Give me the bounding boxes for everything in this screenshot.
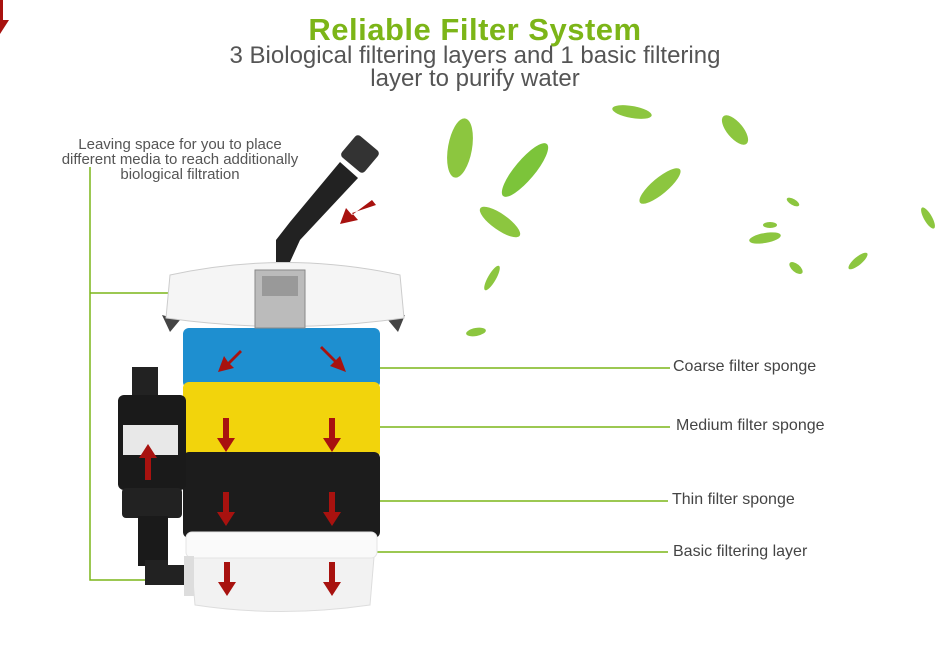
note-line: biological filtration <box>120 166 240 183</box>
media-space-note: Leaving space for you to place different… <box>30 137 330 182</box>
inlet-pipe <box>276 135 379 262</box>
leaves-decoration <box>447 105 935 337</box>
coarse-sponge <box>183 328 380 388</box>
page-subtitle: 3 Biological filtering layers and 1 basi… <box>0 42 950 92</box>
label-basic-layer: Basic filtering layer <box>673 543 808 560</box>
medium-sponge <box>183 382 380 458</box>
label-thin-sponge: Thin filter sponge <box>672 491 795 508</box>
basic-layer <box>185 531 378 559</box>
canister-lid <box>162 262 405 332</box>
pump <box>118 367 194 596</box>
thin-sponge <box>183 452 380 538</box>
note-line: Leaving space for you to place <box>78 136 282 153</box>
note-line: different media to reach additionally <box>61 151 299 168</box>
label-coarse-sponge: Coarse filter sponge <box>673 358 817 375</box>
page-title: Reliable Filter System <box>308 12 642 47</box>
label-medium-sponge: Medium filter sponge <box>676 417 825 434</box>
canister-base <box>189 544 376 612</box>
flow-arrows <box>0 0 376 596</box>
subtitle-line: layer to purify water <box>370 65 580 92</box>
subtitle-line: 3 Biological filtering layers and 1 basi… <box>229 42 721 69</box>
